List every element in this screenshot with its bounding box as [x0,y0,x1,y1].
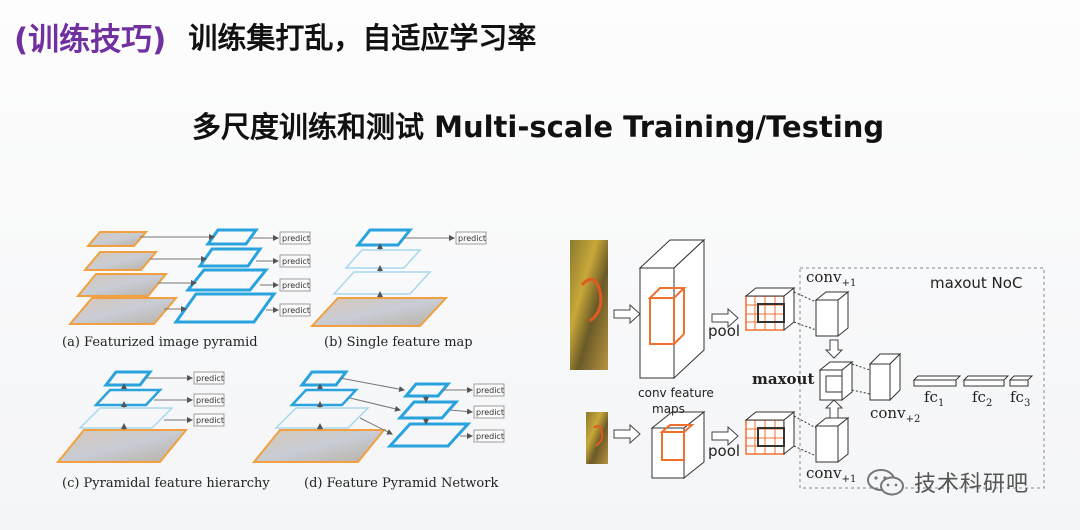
top-down-level [386,422,472,448]
fc-label: fc [924,388,938,406]
predict-label: predict [282,281,310,290]
feature-3 [184,268,270,292]
conv-plus1-bottom [793,415,850,464]
pooled-grid-top [744,286,796,332]
conv-plus1-sub: +1 [842,278,857,289]
image-level-1 [85,231,149,247]
fpn-panel-b: predict (b) Single feature map [309,228,487,350]
top-down-level [402,382,452,398]
noc-box [799,267,1045,489]
predict-label: predict [476,408,504,417]
conv-plus1-label: conv [806,268,842,286]
svg-text:fc3: fc3 [1010,388,1030,409]
pool-label: pool [708,442,740,460]
conv-feature-box-small [650,410,706,480]
predict-label: predict [282,234,310,243]
input-image-small [586,412,608,464]
maxout-block [818,360,854,402]
svg-text:fc2: fc2 [972,388,992,409]
fc-sub: 3 [1024,398,1030,409]
predict-label: predict [476,386,504,395]
conv-plus1-sub: +1 [842,474,857,485]
pooled-grid-bottom [744,410,796,456]
svg-text:fc1: fc1 [924,388,944,409]
fc-label: fc [1010,388,1024,406]
conv-plus2-label: conv [870,404,906,422]
top-down-level [396,400,460,420]
fpn-panel-c: predict predict predict (c) Pyramidal fe… [55,370,270,491]
section-tag: (训练技巧) [14,21,167,58]
single-feature-map [354,228,414,247]
watermark: 技术科研吧 [866,466,1029,498]
fpn-panel-d: predict predict predict (d) Feature Pyra… [251,370,505,491]
noc-box-title: maxout NoC [930,274,1022,292]
wechat-icon [867,469,904,496]
fpn-panel-a: predict predict predict predict (a) Feat… [62,228,311,350]
svg-text:conv+1: conv+1 [806,464,856,485]
conv-plus2-sub: +2 [906,414,921,425]
feature-level [93,388,163,407]
slide-title: (训练技巧) 训练集打乱，自适应学习率 [14,8,536,64]
fc-layers [912,375,1034,387]
predict-label: predict [196,396,224,405]
feature-4 [173,292,277,324]
svg-text:conv+2: conv+2 [870,404,920,425]
feature-1 [205,228,259,246]
image-level-3 [75,273,169,297]
image-level-4 [67,297,179,325]
predict-label: predict [196,374,224,383]
svg-text:conv+1: conv+1 [806,268,856,289]
image-level-2 [82,251,159,271]
pool-label: pool [708,322,740,340]
feature-level [102,370,154,387]
caption-b: (b) Single feature map [324,335,473,350]
caption-c: (c) Pyramidal feature hierarchy [62,476,270,491]
watermark-text: 技术科研吧 [914,472,1030,497]
fc-label: fc [972,388,986,406]
predict-label: predict [282,306,310,315]
fc-sub: 2 [986,398,992,409]
predict-label: predict [476,432,504,441]
conv-feature-box-large [638,238,706,380]
fc-sub: 1 [938,398,944,409]
predict-label: predict [196,416,224,425]
conv-plus2-block [851,352,902,402]
feature-2 [197,247,263,268]
input-image [309,297,449,327]
maxout-label: maxout [752,370,814,388]
input-image-large [570,240,608,370]
caption-d: (d) Feature Pyramid Network [304,476,498,491]
predict-label: predict [458,234,486,243]
headline: 训练集打乱，自适应学习率 [188,21,537,55]
caption-a: (a) Featurized image pyramid [62,335,258,350]
predict-label: predict [282,257,310,266]
subtitle: 多尺度训练和测试 Multi-scale Training/Testing [192,110,885,144]
input-image [55,429,189,463]
conv-plus1-label: conv [806,464,842,482]
conv-plus1-top [793,290,850,338]
input-image [251,429,387,463]
